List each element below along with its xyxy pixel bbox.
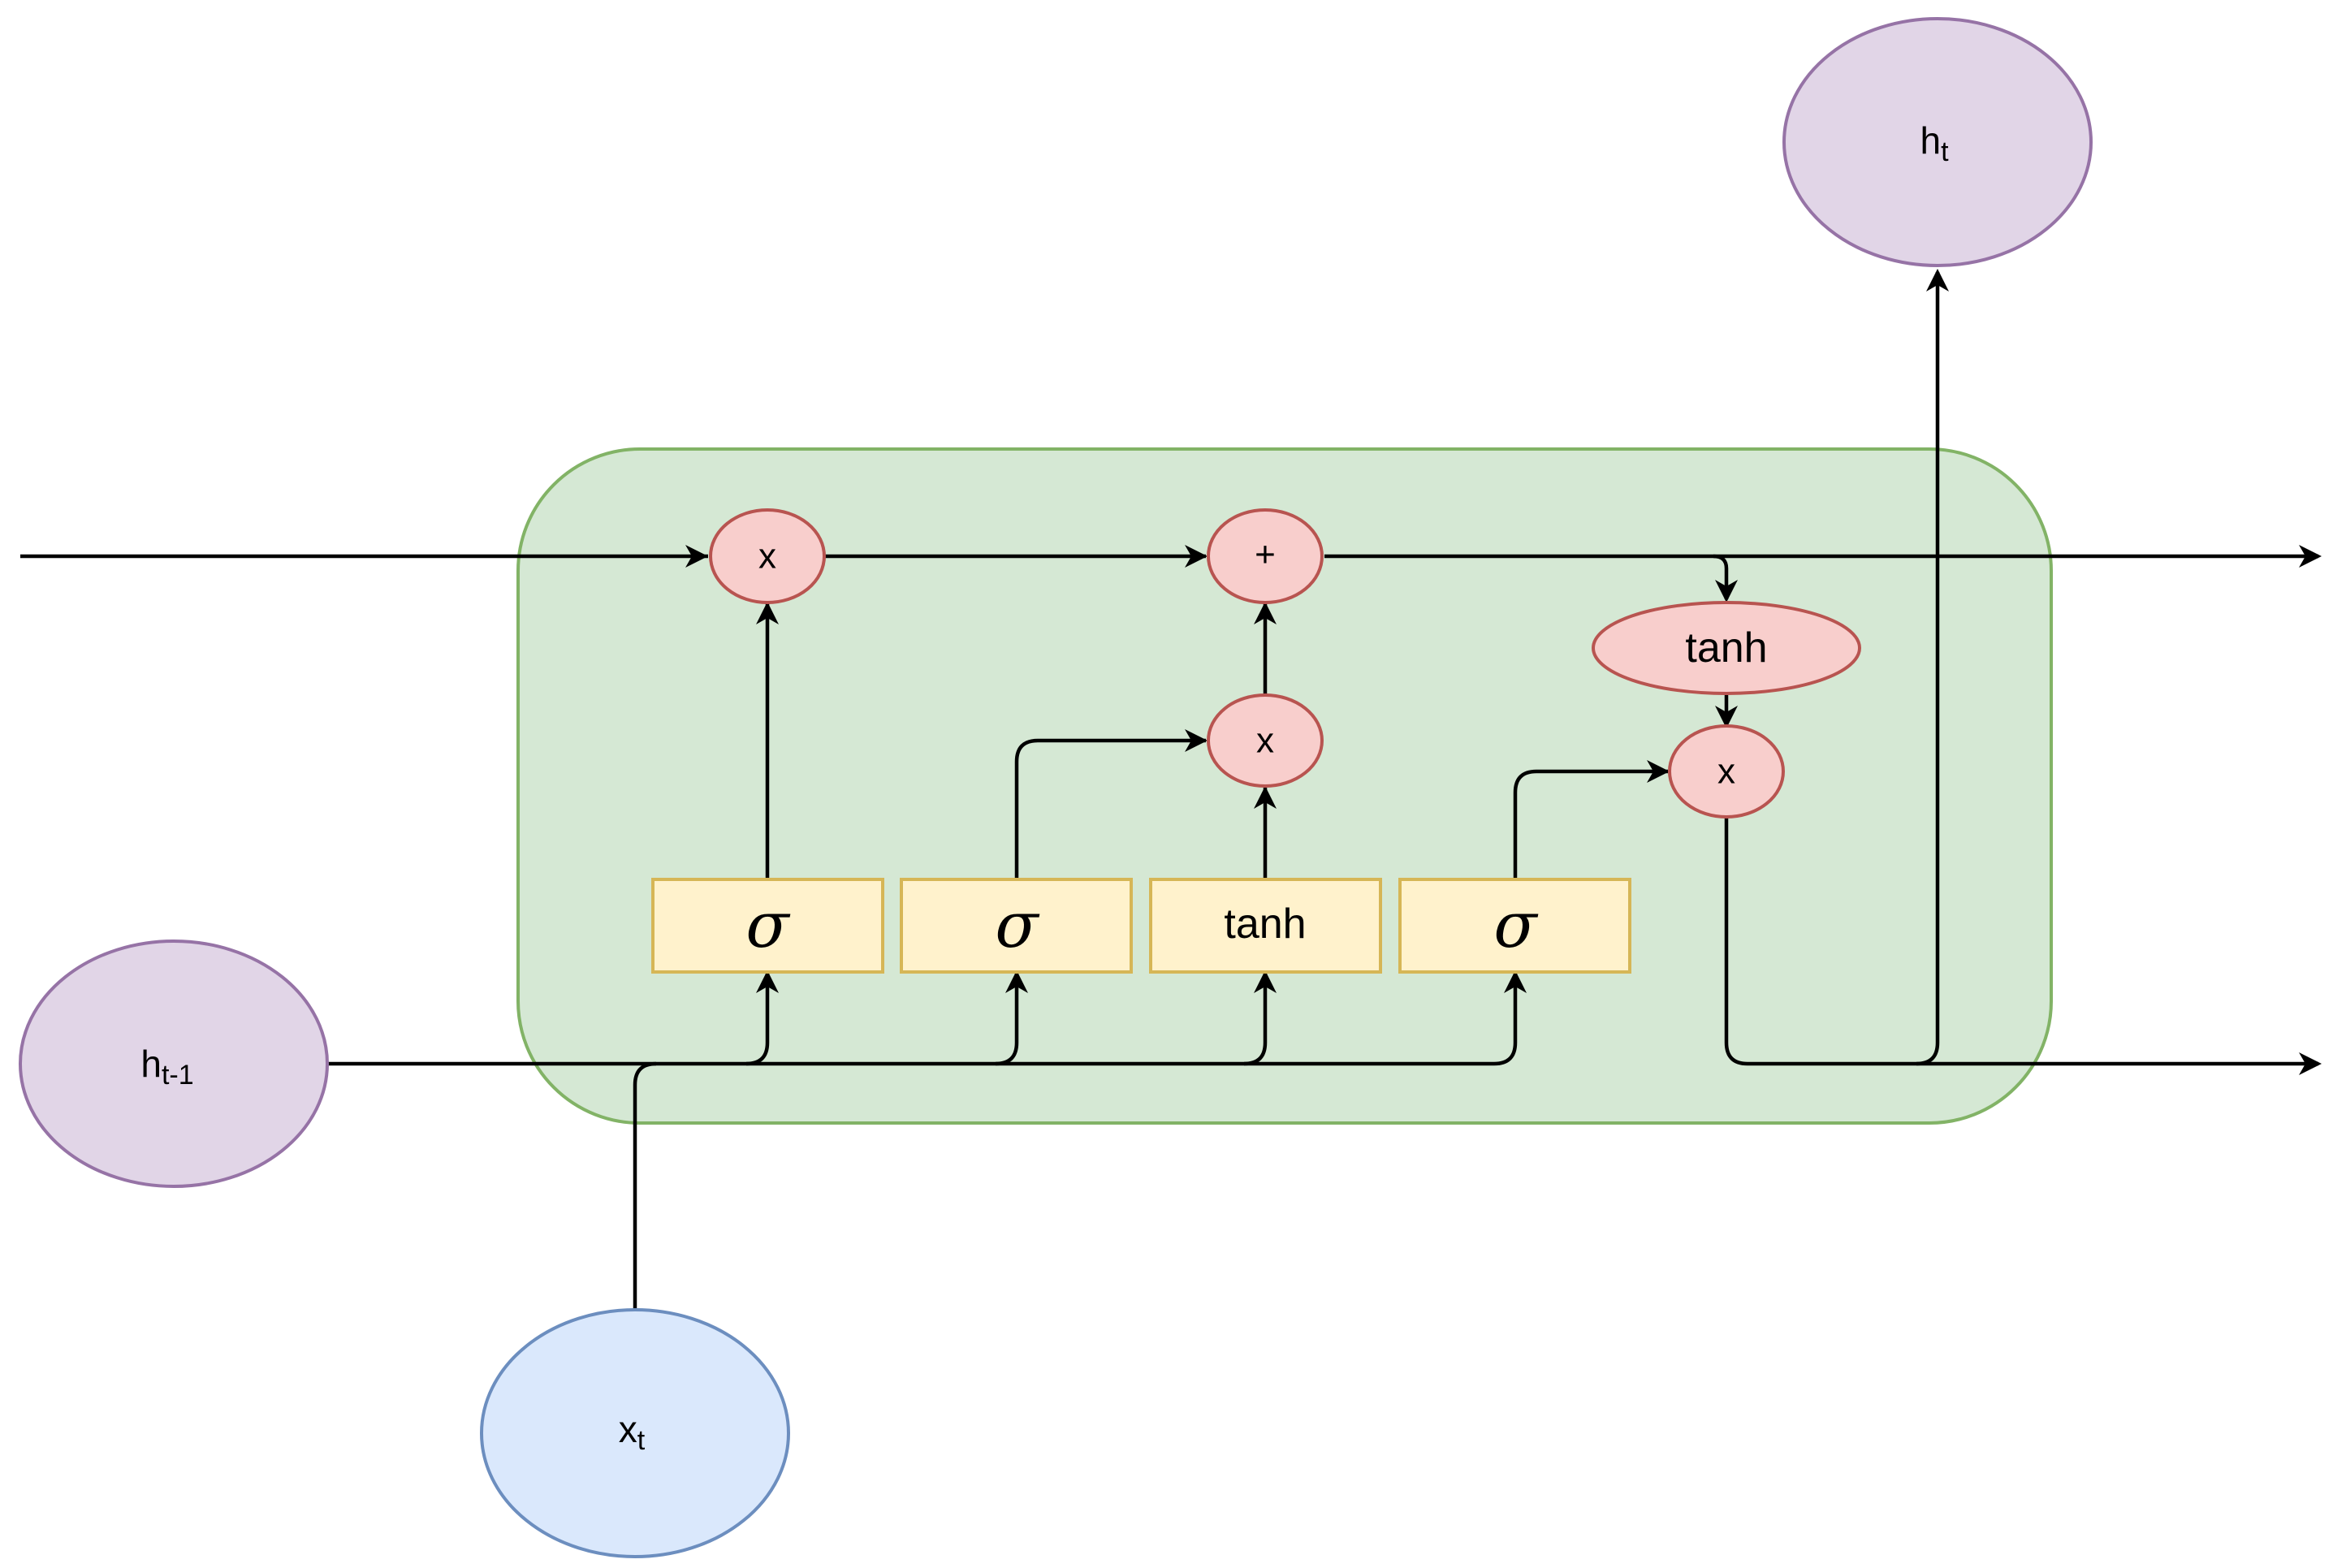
cell-add-label: + [1255, 535, 1276, 575]
input-gate-label: σ [995, 889, 1039, 962]
cell-to-tanh-arrow [1713, 554, 1729, 599]
bus-to-input-gate [995, 972, 1019, 1066]
output-to-hidden-out [1724, 818, 2318, 1066]
arrowhead-tanh [1715, 580, 1738, 603]
cell-tanh-label: tanh [1685, 624, 1767, 672]
hidden-out-base: h [1920, 119, 1941, 162]
arrowhead-add [1185, 545, 1208, 568]
input-gate: σ [900, 878, 1133, 974]
arrowhead-forget-mult-bottom [756, 602, 779, 624]
input-x-node: xt [480, 1308, 790, 1558]
arrowhead-input-mult-bottom [1254, 786, 1277, 809]
arrowhead-output-mult-top [1715, 706, 1738, 728]
output-to-ht-arrow [1916, 272, 1940, 1066]
cell-tanh-op: tanh [1592, 601, 1861, 695]
arrowhead-forget-gate [756, 970, 779, 993]
arrowheads [685, 269, 2322, 1075]
arrowhead-input-gate [1005, 970, 1028, 993]
hidden-bus-line [327, 972, 1518, 1066]
arrowhead-forget-mult [685, 545, 708, 568]
arrowhead-cell-out [2299, 545, 2322, 568]
hidden-out-sub: t [1941, 136, 1949, 167]
input-x-line [633, 1061, 657, 1309]
connections [20, 272, 2318, 1309]
output-gate: σ [1398, 878, 1631, 974]
forget-multiply-op: x [709, 508, 826, 604]
cell-add-op: + [1207, 508, 1324, 604]
forget-gate: σ [651, 878, 884, 974]
input-x-base: x [619, 1408, 637, 1450]
candidate-gate: tanh [1149, 878, 1382, 974]
input-multiply-label: x [1256, 721, 1274, 761]
hidden-out-node: ht [1782, 17, 2093, 267]
forget-gate-label: σ [745, 889, 790, 962]
candidate-gate-label: tanh [1224, 901, 1306, 948]
forget-multiply-label: x [758, 537, 776, 577]
hidden-prev-sub: t-1 [162, 1060, 194, 1091]
hidden-prev-node: ht-1 [19, 940, 329, 1188]
output-gate-label: σ [1493, 889, 1538, 962]
arrowhead-input-mult-left [1185, 729, 1208, 752]
input-gate-to-mult-arrow [1014, 738, 1206, 879]
arrowhead-add-bottom [1254, 602, 1277, 624]
arrowhead-output-mult-left [1647, 760, 1670, 783]
input-x-label: xt [619, 1408, 646, 1456]
output-gate-to-mult-arrow [1513, 769, 1668, 879]
bus-to-candidate [1243, 972, 1268, 1066]
output-multiply-op: x [1668, 724, 1785, 819]
hidden-out-label: ht [1920, 119, 1949, 167]
arrowhead-output-gate [1504, 970, 1527, 993]
input-x-sub: t [637, 1425, 646, 1456]
arrowhead-ht [1926, 269, 1949, 292]
hidden-prev-label: ht-1 [140, 1043, 193, 1091]
arrowhead-candidate [1254, 970, 1277, 993]
arrowhead-hidden-out [2299, 1052, 2322, 1075]
hidden-prev-base: h [140, 1043, 162, 1085]
bus-to-forget-gate [745, 972, 770, 1066]
input-multiply-op: x [1207, 693, 1324, 788]
output-multiply-label: x [1717, 752, 1735, 792]
